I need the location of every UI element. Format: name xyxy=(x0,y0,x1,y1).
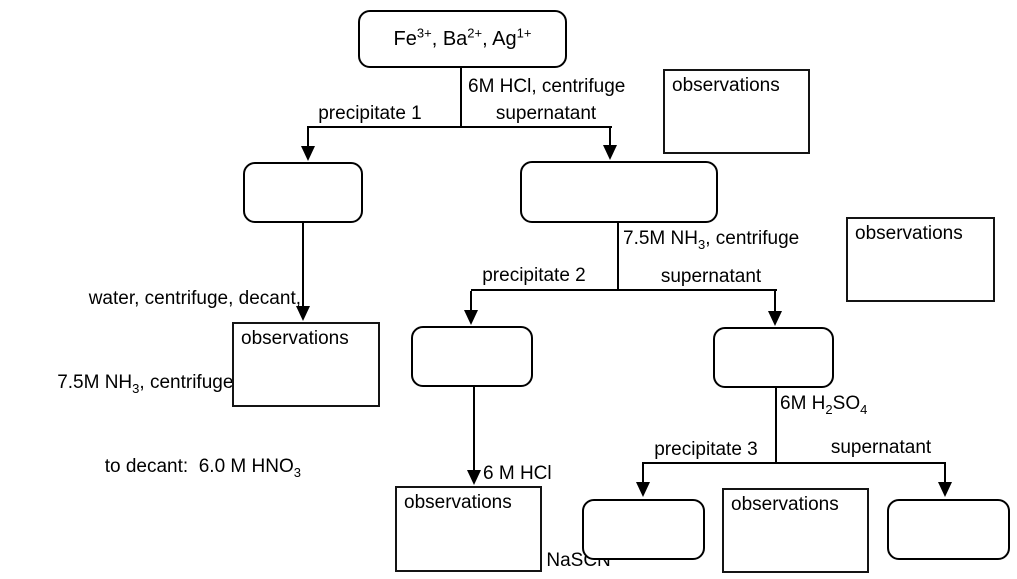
node-precipitate-1 xyxy=(243,162,363,223)
edge-source-stem xyxy=(460,67,462,127)
edge-label-nh3-step: 7.5M NH3, centrifuge xyxy=(623,228,800,252)
observations-box-4: observations xyxy=(395,486,542,572)
edge-supernatant1-stem xyxy=(617,221,619,291)
source-ions-formula: Fe3+, Ba2+, Ag1+ xyxy=(393,24,532,50)
observations-label: observations xyxy=(855,223,963,244)
observations-label: observations xyxy=(404,492,512,513)
arrowhead-precipitate3 xyxy=(636,482,650,497)
edge-label-precipitate-3: precipitate 3 xyxy=(654,439,758,460)
observations-label: observations xyxy=(731,494,839,515)
observations-box-5: observations xyxy=(722,488,869,573)
arrowhead-precipitate1 xyxy=(301,146,315,161)
arrowhead-supernatant3 xyxy=(938,482,952,497)
arrowhead-middle-observations xyxy=(467,470,481,485)
edge-split2-hline xyxy=(471,289,777,291)
edge-split3-hline xyxy=(642,462,946,464)
left-procedure-line-3: to decant: 6.0 M HNO3 xyxy=(104,456,301,480)
edge-label-supernatant-1: supernatant xyxy=(495,103,597,124)
left-procedure-line-1: water, centrifuge, decant, xyxy=(88,288,301,309)
edge-label-supernatant-3: supernatant xyxy=(830,437,932,458)
node-supernatant-2 xyxy=(713,327,834,388)
observations-box-3: observations xyxy=(846,217,995,302)
edge-precipitate2-down xyxy=(473,386,475,474)
node-precipitate-3 xyxy=(582,499,705,560)
arrowhead-precipitate2 xyxy=(464,310,478,325)
edge-label-supernatant-2: supernatant xyxy=(660,266,762,287)
edge-split1-hline xyxy=(307,126,612,128)
arrowhead-left-observations xyxy=(296,306,310,321)
observations-box-1: observations xyxy=(663,69,810,154)
edge-label-precipitate-1: precipitate 1 xyxy=(318,103,422,124)
edge-supernatant2-stem xyxy=(775,387,777,464)
observations-label: observations xyxy=(672,75,780,96)
edge-split2-left-drop xyxy=(470,291,472,313)
node-precipitate-2 xyxy=(411,326,533,387)
edge-precipitate1-down xyxy=(302,222,304,310)
node-supernatant-1 xyxy=(520,161,718,223)
arrowhead-supernatant2 xyxy=(768,311,782,326)
edge-split2-right-drop xyxy=(774,291,776,314)
edge-split1-right-drop xyxy=(609,126,611,150)
observations-label: observations xyxy=(241,328,349,349)
node-source-ions: Fe3+, Ba2+, Ag1+ xyxy=(358,10,567,68)
edge-split3-right-drop xyxy=(944,464,946,486)
arrowhead-supernatant1 xyxy=(603,145,617,160)
observations-box-2: observations xyxy=(232,322,380,407)
edge-label-hcl-step: 6M HCl, centrifuge xyxy=(468,76,626,97)
edge-label-h2so4-step: 6M H2SO4 xyxy=(780,393,868,417)
edge-label-precipitate-2: precipitate 2 xyxy=(482,265,586,286)
edge-split1-left-drop xyxy=(307,126,309,150)
node-supernatant-3 xyxy=(887,499,1010,560)
hcl-nascn-line-1: 6 M HCl xyxy=(483,463,552,484)
edge-split3-left-drop xyxy=(642,464,644,486)
